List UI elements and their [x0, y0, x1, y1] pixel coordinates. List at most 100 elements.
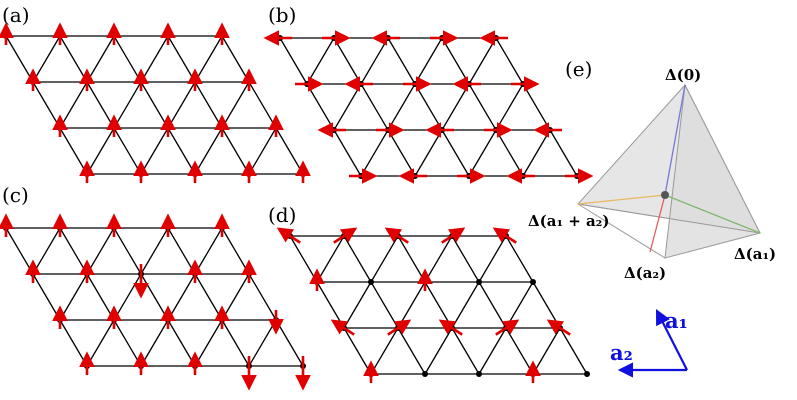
lattice-bond: [370, 281, 399, 329]
lattice-bond: [360, 83, 389, 131]
lattice-bond: [478, 281, 507, 329]
lattice-bond: [343, 235, 372, 283]
lattice-bond: [495, 129, 524, 177]
lattice-bond: [387, 83, 416, 131]
vertex-label-right: Δ(a₁): [734, 245, 776, 263]
lattice-bond: [370, 235, 399, 283]
spin-arrow: [384, 227, 409, 244]
lattice-bond: [167, 227, 196, 275]
lattice-bond: [248, 319, 277, 367]
panel-label-a: (a): [2, 3, 30, 27]
lattice-bond: [86, 35, 115, 83]
lattice-vectors: a₁ a₂: [610, 308, 688, 378]
spin-arrow: [276, 227, 301, 244]
lattice-bond: [221, 227, 250, 275]
lattice-bond: [559, 327, 588, 375]
lattice-bond: [522, 129, 551, 177]
lattice-bond: [549, 129, 578, 177]
lattice-site: [530, 279, 536, 285]
lattice-bond: [441, 129, 470, 177]
vertex-label-bottom: Δ(a₂): [624, 264, 666, 282]
lattice-bond: [194, 227, 223, 275]
lattice-panel-d: [276, 227, 590, 383]
spin-arrow: [333, 227, 358, 244]
lattice-bond: [167, 273, 196, 321]
lattice-site: [476, 371, 482, 377]
lattice-bond: [343, 327, 372, 375]
lattice-bond: [505, 281, 534, 329]
lattice-bond: [113, 35, 142, 83]
lattice-bond: [140, 81, 169, 129]
lattice-panel-b: [263, 30, 594, 184]
lattice-bond: [468, 37, 497, 85]
lattice-bond: [59, 127, 88, 175]
center-line-bottom: [649, 194, 666, 253]
lattice-bond: [167, 81, 196, 129]
lattice-bond: [140, 273, 169, 321]
lattice-bond: [59, 35, 88, 83]
lattice-bond: [397, 327, 426, 375]
lattice-bond: [333, 129, 362, 177]
lattice-bond: [333, 37, 362, 85]
tetra-edge-base: [577, 203, 761, 234]
lattice-bond: [59, 81, 88, 129]
lattice-bond: [86, 273, 115, 321]
tetra-front-face: [664, 83, 761, 259]
lattice-bond: [221, 273, 250, 321]
center-line-top: [664, 84, 686, 196]
lattice-bond: [194, 81, 223, 129]
lattice-bond: [167, 319, 196, 367]
panel-label-c: (c): [2, 183, 29, 207]
lattice-bond: [248, 81, 277, 129]
lattice-bond: [221, 35, 250, 83]
lattice-bond: [468, 129, 497, 177]
vector-a1-arrow: [656, 309, 688, 371]
lattice-bond: [360, 129, 389, 177]
lattice-bond: [248, 273, 277, 321]
spin-arrow: [330, 319, 355, 336]
lattice-bond: [32, 273, 61, 321]
lattice-bond: [167, 35, 196, 83]
lattice-bond: [424, 235, 453, 283]
lattice-bond: [387, 129, 416, 177]
lattice-bond: [32, 35, 61, 83]
lattice-bond: [360, 37, 389, 85]
lattice-bond: [32, 81, 61, 129]
lattice-bond: [370, 327, 399, 375]
lattice-bond: [113, 81, 142, 129]
lattice-site: [584, 371, 590, 377]
panel-label-e: (e): [565, 57, 592, 81]
lattice-bond: [316, 235, 345, 283]
panel-label-d: (d): [268, 203, 296, 227]
lattice-bond: [194, 319, 223, 367]
lattice-bond: [397, 235, 426, 283]
lattice-bond: [441, 37, 470, 85]
lattice-panel-c: [0, 213, 311, 391]
lattice-bond: [397, 281, 426, 329]
lattice-bond: [194, 273, 223, 321]
spin-arrow: [492, 227, 517, 244]
lattice-bond: [522, 83, 551, 131]
lattice-bond: [478, 235, 507, 283]
lattice-bond: [505, 235, 534, 283]
lattice-bond: [316, 281, 345, 329]
lattice-bond: [32, 227, 61, 275]
lattice-bond: [289, 235, 318, 283]
lattice-bond: [532, 281, 561, 329]
lattice-bond: [194, 35, 223, 83]
lattice-site: [422, 371, 428, 377]
lattice-bond: [248, 127, 277, 175]
lattice-panel-a: [0, 22, 311, 183]
lattice-bond: [495, 83, 524, 131]
lattice-bond: [140, 127, 169, 175]
panel-label-b: (b): [268, 3, 296, 27]
vector-a2-label: a₂: [610, 340, 633, 365]
lattice-bond: [221, 81, 250, 129]
lattice-bond: [333, 83, 362, 131]
lattice-bond: [59, 319, 88, 367]
lattice-bond: [424, 281, 453, 329]
lattice-bond: [495, 37, 524, 85]
lattice-bond: [275, 319, 304, 367]
lattice-bond: [279, 37, 308, 85]
